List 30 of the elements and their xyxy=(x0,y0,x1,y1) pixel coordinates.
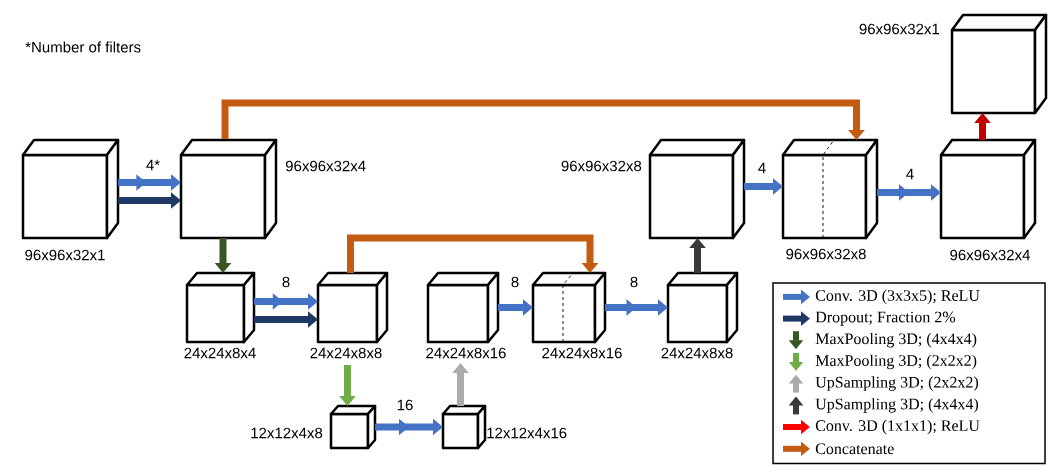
size-label: 24x24x8x16 xyxy=(542,347,622,359)
size-label: 24x24x8x8 xyxy=(661,347,733,359)
edge-label: 4 xyxy=(904,167,916,181)
legend-text: UpSampling 3D; (4x4x4) xyxy=(815,398,979,413)
concatenate-arrow xyxy=(221,99,865,140)
legend-text: MaxPooling 3D; (2x2x2) xyxy=(815,354,977,370)
legend-text: Conv. 3D (3x3x5); ReLU xyxy=(815,289,980,305)
size-label: 96x96x32x1 xyxy=(25,249,105,261)
note-text: *Number of filters xyxy=(25,41,141,53)
legend-text: UpSampling 3D; (2x2x2) xyxy=(815,376,979,391)
size-label: 12x12x4x16 xyxy=(487,427,567,439)
size-label: 96x96x32x8 xyxy=(786,248,866,260)
size-label: 96x96x32x4 xyxy=(285,160,366,172)
edge-label: 4* xyxy=(144,158,162,172)
size-label: 96x96x32x8 xyxy=(561,160,642,172)
size-label: 24x24x8x8 xyxy=(310,347,382,359)
edge-label: 8 xyxy=(280,275,292,289)
edge-label: 8 xyxy=(628,275,640,289)
size-label: 24x24x8x4 xyxy=(184,347,256,359)
legend-text: Dropout; Fraction 2% xyxy=(815,311,956,326)
size-label: 12x12x4x8 xyxy=(251,427,323,439)
size-label: 96x96x32x4 xyxy=(950,249,1030,261)
size-label: 24x24x8x16 xyxy=(426,347,506,359)
edge-label: 8 xyxy=(509,275,521,289)
size-label: 96x96x32x1 xyxy=(859,23,940,35)
legend-text: Concatenate xyxy=(815,443,894,455)
edge-label: 16 xyxy=(395,398,415,412)
edge-label: 4 xyxy=(756,161,768,175)
legend-text: MaxPooling 3D; (4x4x4) xyxy=(815,332,977,348)
legend-text: Conv. 3D (1x1x1); ReLU xyxy=(815,419,980,435)
